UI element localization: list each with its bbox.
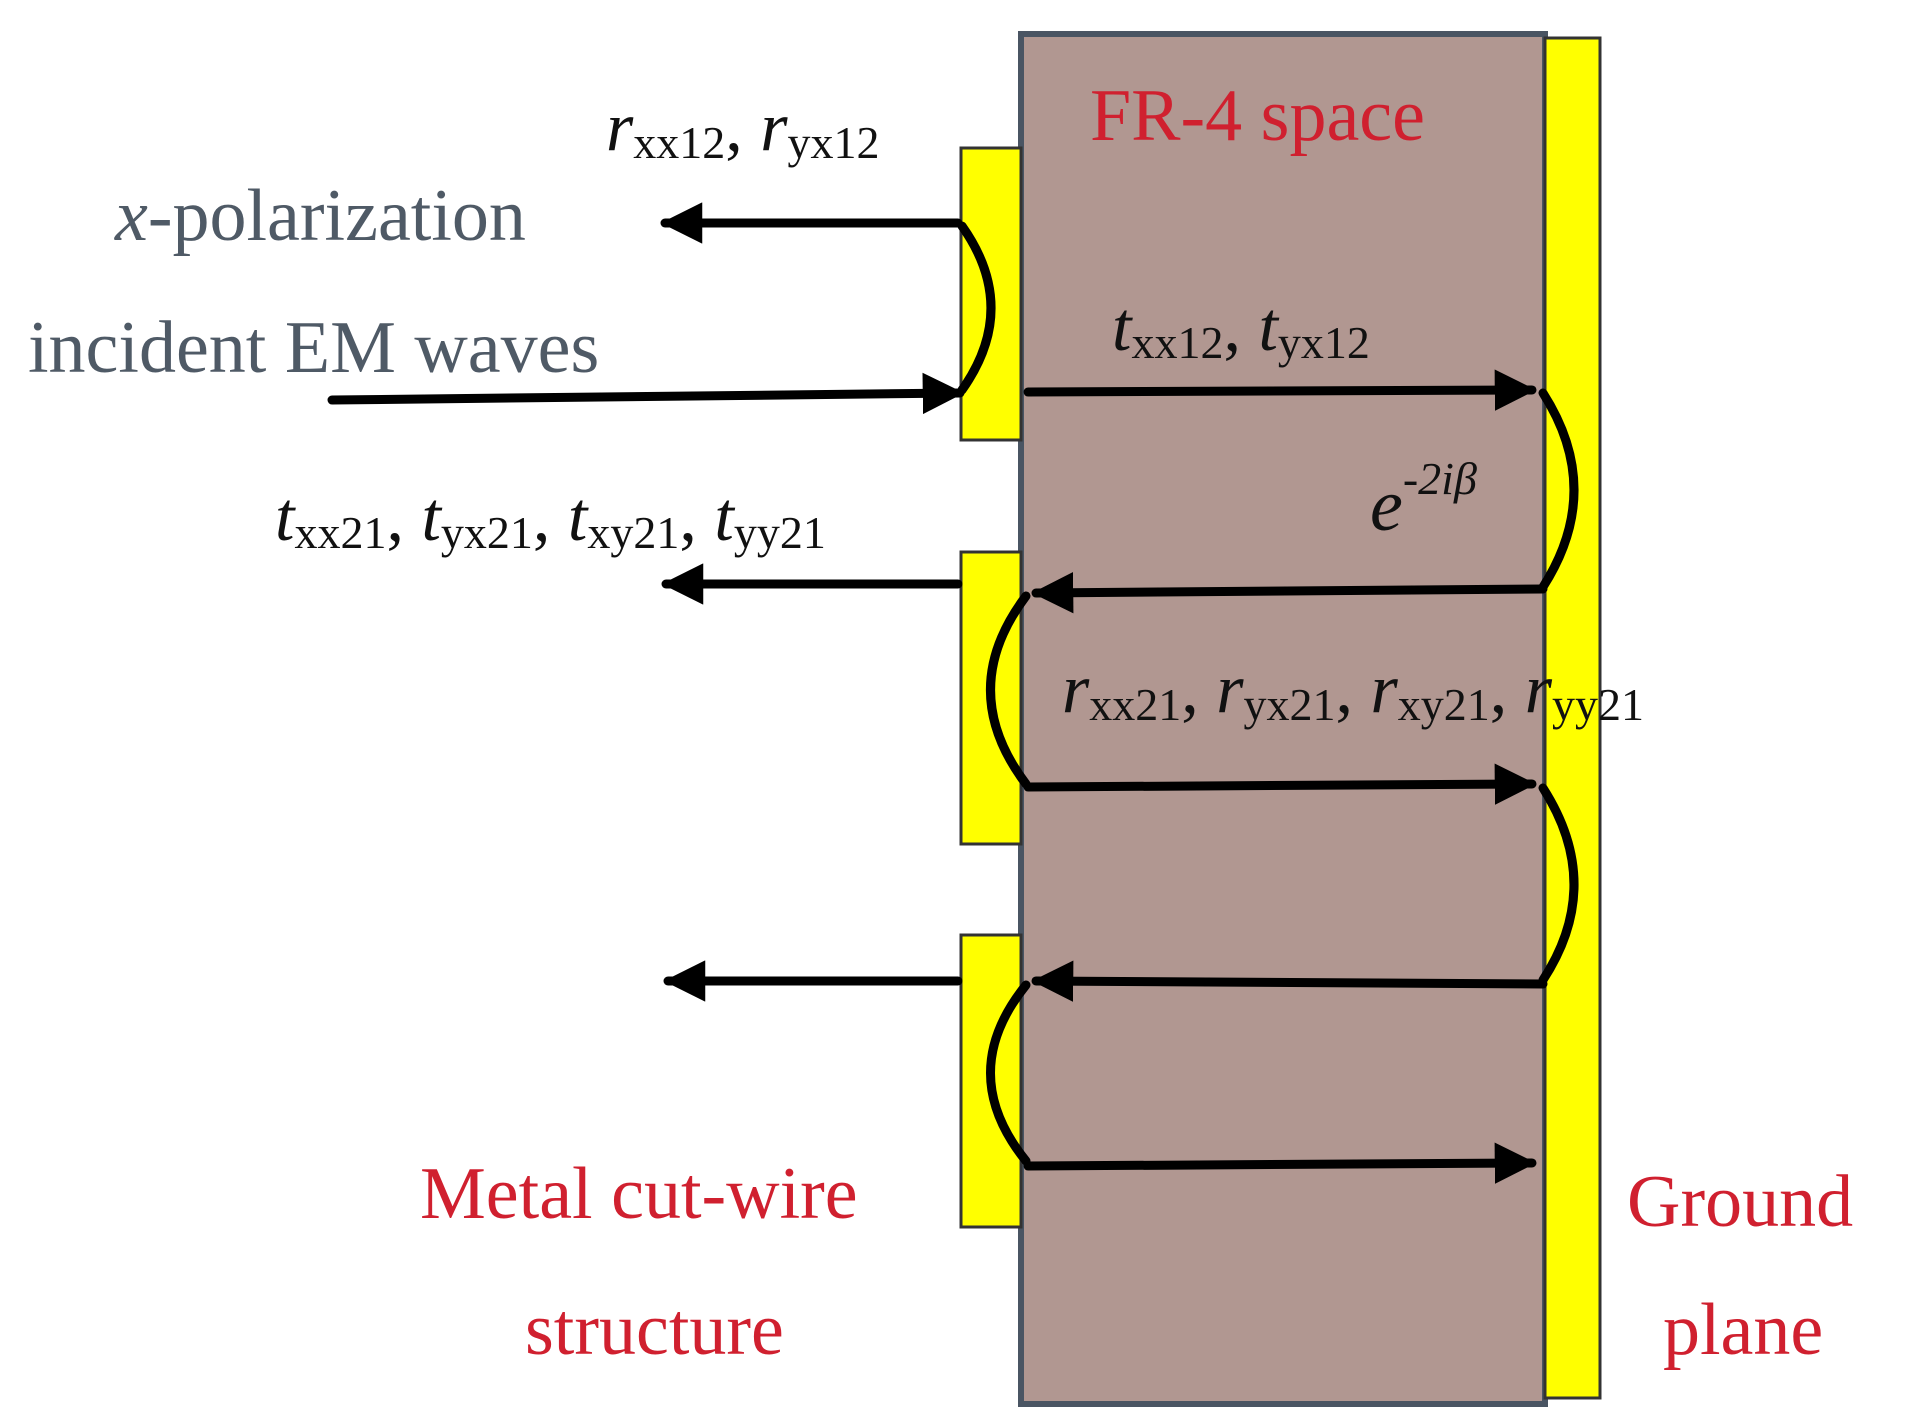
coefficient-subscript: yy21 [1552,679,1644,730]
reflection-arc-icon [1538,783,1579,985]
transmission-coefficients-12: txx12​, tyx12​ [1112,289,1370,368]
fr4-substrate [1018,31,1548,1407]
reflection-arc-icon [957,221,996,395]
polarization-rest: -polarization [148,175,526,257]
metal-label-line2: structure [525,1289,784,1371]
transmission-coefficients-21: txx21​, tyx21​, txy21​, tyy21​ [275,479,826,558]
coefficient-subscript: xy21 [587,507,679,558]
reflection-coefficients-21: rxx21​, ryx21​, rxy21​, ryy21​ [1062,651,1644,730]
coefficient-symbol: r [1525,651,1553,728]
reflection-coefficients-12: rxx12​, ryx12​ [606,89,880,168]
coefficient-symbol: t [568,479,589,556]
reflection-arc-icon [1538,388,1579,592]
coefficient-symbol: t [421,479,442,556]
coefficient-symbol: t [1258,289,1279,366]
coefficient-subscript: xx21 [1089,679,1181,730]
coefficient-symbol: r [760,89,788,166]
ground-reflection-arrow-1 [1031,572,1548,614]
separator: , [386,479,421,556]
ground-label-line1: Ground [1627,1161,1853,1243]
polarization-x: x [114,175,148,257]
separator: , [725,89,760,166]
coefficient-subscript: xy21 [1398,679,1490,730]
phase-exponent: -2iβ [1403,453,1477,504]
coefficient-symbol: r [1371,651,1399,728]
coefficient-subscript: xx12 [633,117,725,168]
polarization-label: x-polarization [114,175,526,257]
separator: , [533,479,568,556]
coefficient-symbol: t [275,479,296,556]
ground-reflection-arrow-2 [1031,960,1548,1002]
incident-label: incident EM waves [28,307,599,389]
separator: , [1223,289,1258,366]
reflection-arc-icon [986,591,1031,789]
coefficient-subscript: yx21 [1244,679,1336,730]
coefficient-subscript: yx12 [1278,317,1370,368]
metal-label-line1: Metal cut-wire [420,1153,858,1235]
coefficient-symbol: t [1112,289,1133,366]
separator: , [1181,651,1216,728]
coefficient-symbol: r [1062,651,1090,728]
coefficient-symbol: r [606,89,634,166]
phase-base: e [1370,465,1403,547]
coefficient-subscript: yy21 [734,507,826,558]
separator: , [1336,651,1371,728]
coefficient-subscript: yx21 [441,507,533,558]
transmitted-arrow-1 [1023,369,1537,411]
coefficient-subscript: xx12 [1131,317,1223,368]
fr4-label: FR-4 space [1090,75,1425,157]
coefficient-symbol: r [1216,651,1244,728]
incident-arrow [327,372,965,415]
ground-plane [1543,36,1602,1400]
internal-forward-arrow-3 [1023,1142,1537,1184]
separator: , [1490,651,1525,728]
coefficient-subscript: xx21 [294,507,386,558]
coefficient-symbol: t [714,479,735,556]
separator: , [679,479,714,556]
phase-factor: e-2iβ [1370,453,1477,547]
internal-forward-arrow-2 [1023,763,1537,805]
ground-label-line2: plane [1663,1289,1823,1371]
coefficient-subscript: yx12 [788,117,880,168]
reflection-arc-icon [986,980,1031,1166]
